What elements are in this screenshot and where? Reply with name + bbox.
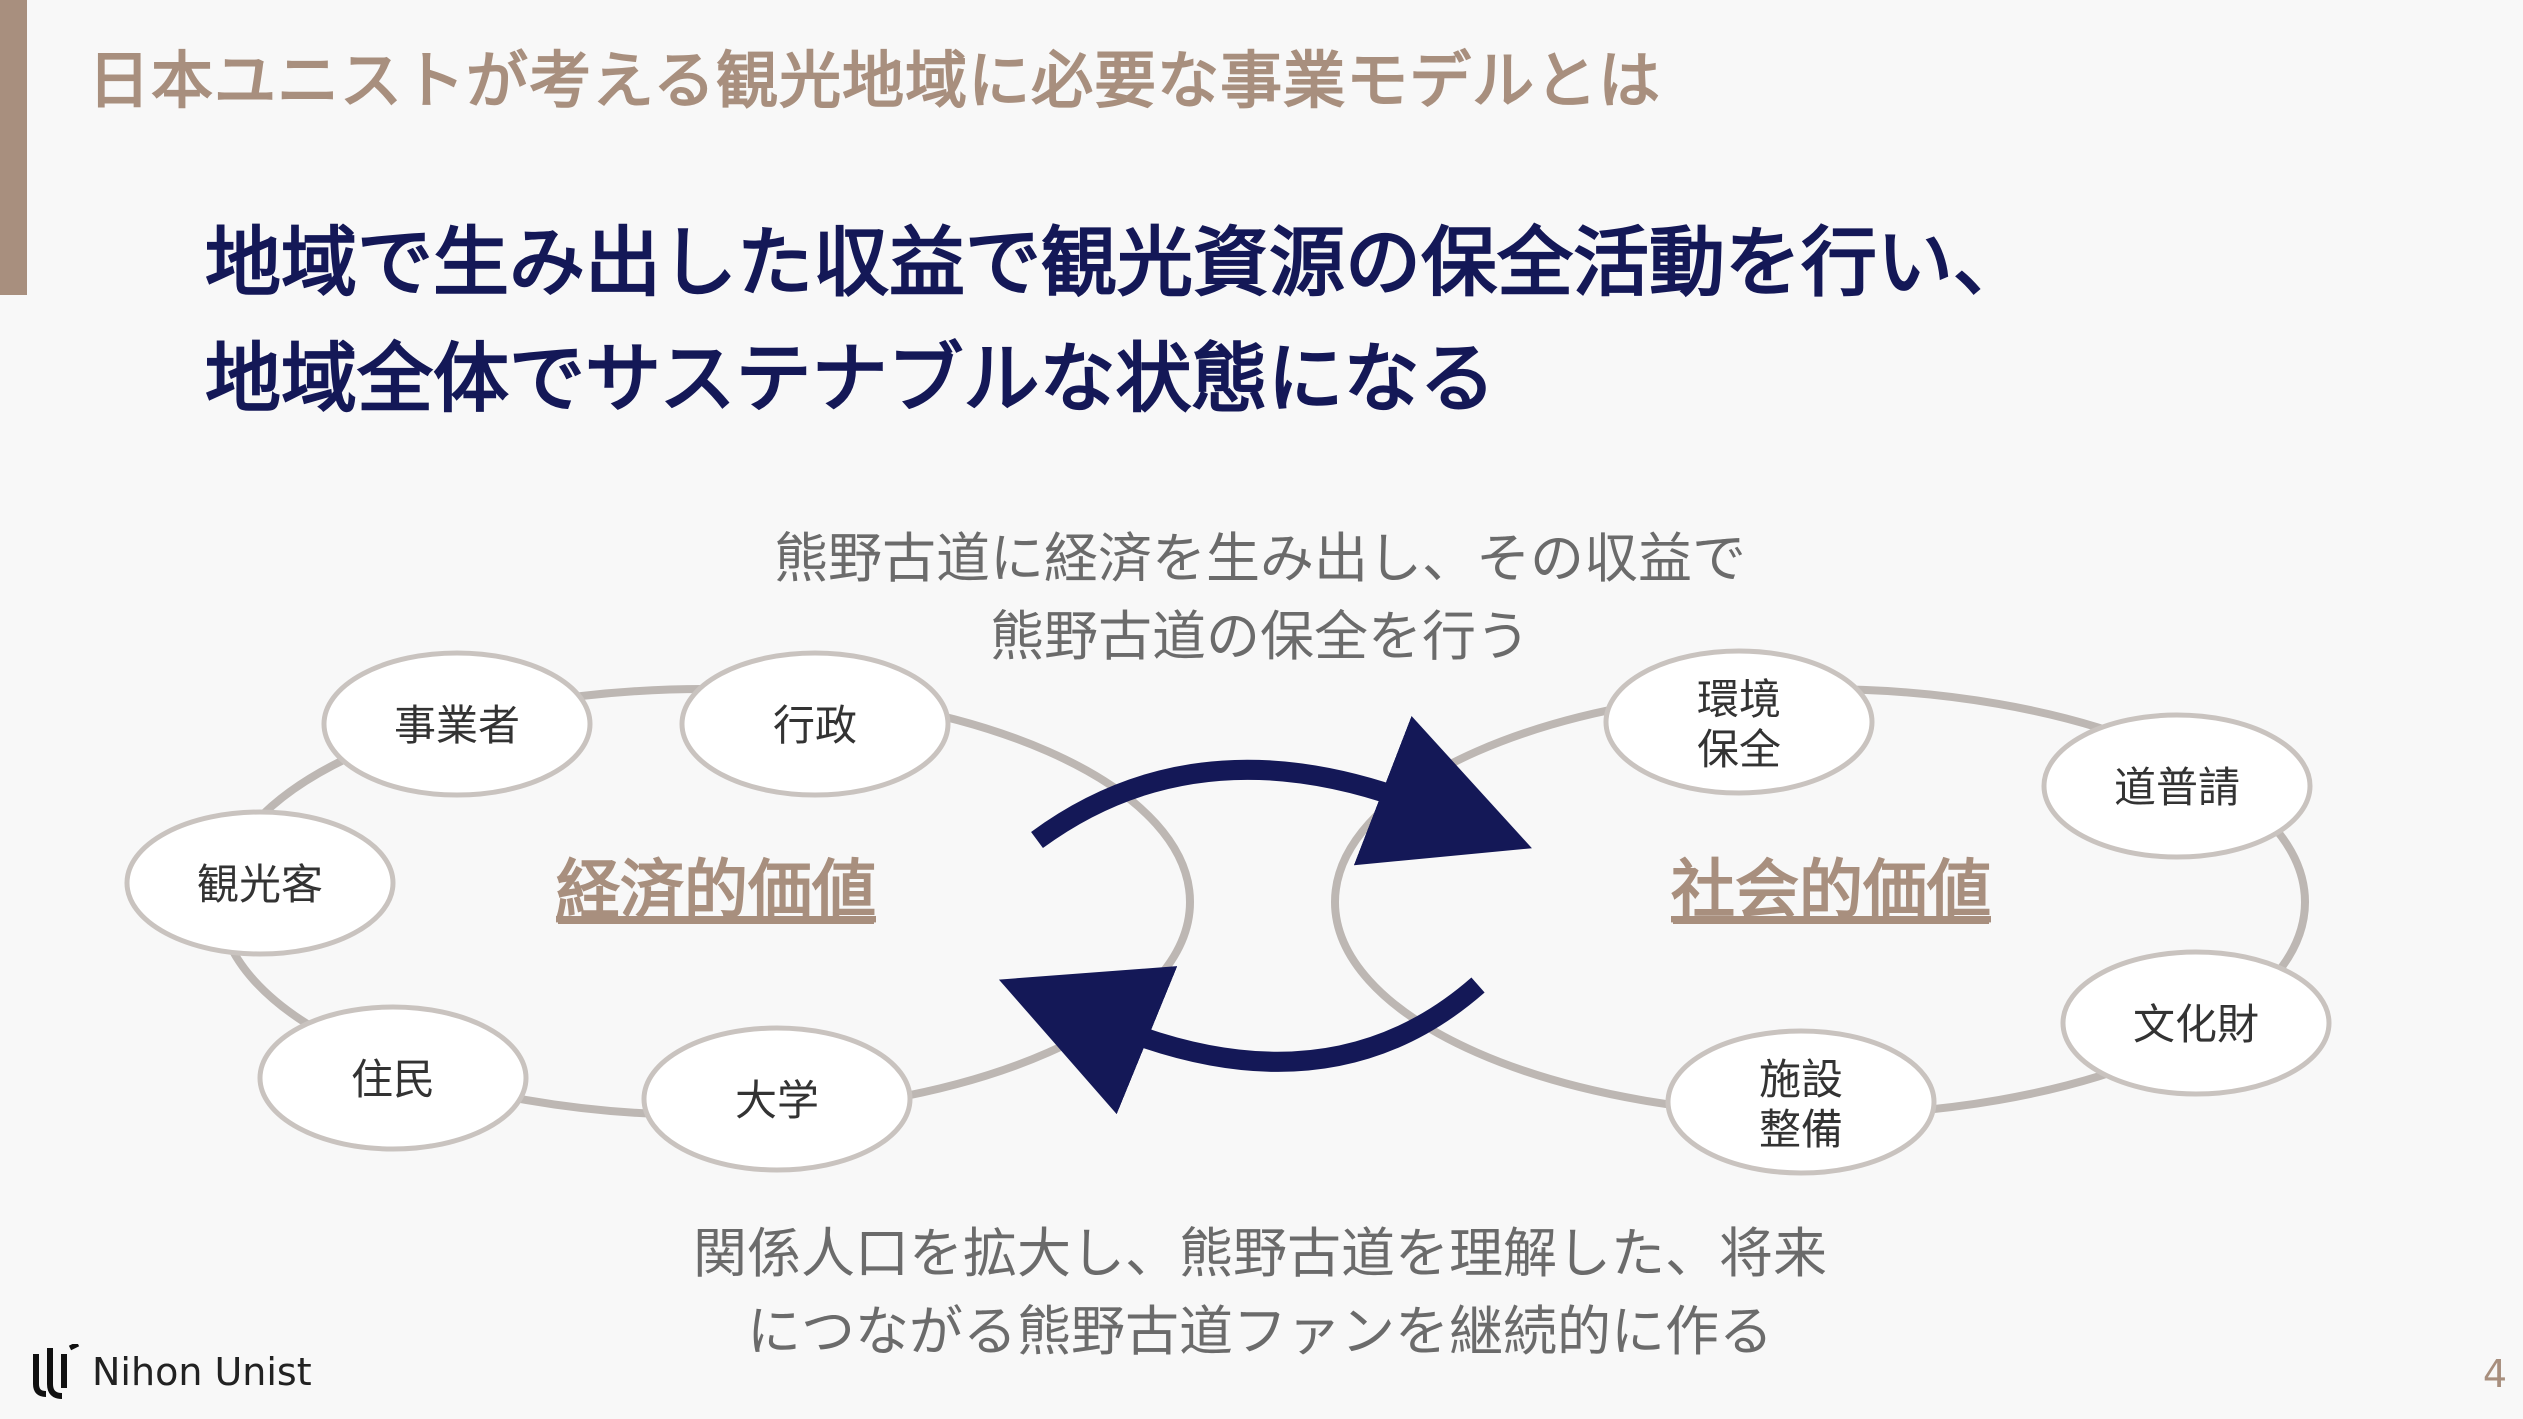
top-caption: 熊野古道に経済を生み出し、その収益で 熊野古道の保全を行う xyxy=(660,520,1860,676)
top-caption-line-2: 熊野古道の保全を行う xyxy=(990,605,1530,668)
brand-mark-icon xyxy=(33,1344,80,1399)
bottom-caption-line-2: につながる熊野古道ファンを継続的に作る xyxy=(747,1300,1773,1363)
brand-logo: Nihon Unist xyxy=(30,1344,312,1400)
node-residents: 住民 xyxy=(257,1004,529,1152)
arrow-economic-to-social xyxy=(1031,715,1532,866)
node-government: 行政 xyxy=(679,650,951,798)
node-facilities-label-2: 整備 xyxy=(1759,1105,1843,1154)
node-residents-label: 住民 xyxy=(351,1055,435,1104)
node-cultural-assets-label: 文化財 xyxy=(2133,1000,2259,1049)
top-caption-line-1: 熊野古道に経済を生み出し、その収益で xyxy=(774,527,1746,590)
brand-name: Nihon Unist xyxy=(92,1350,312,1394)
arrow-social-to-economic xyxy=(998,966,1485,1115)
node-facilities: 施設 整備 xyxy=(1665,1028,1937,1176)
social-value-label: 社会的価値 xyxy=(1671,854,1991,928)
node-government-label: 行政 xyxy=(773,701,857,750)
headline: 地域で生み出した収益で観光資源の保全活動を行い、 地域全体でサステナブルな状態に… xyxy=(205,205,2029,437)
accent-bar xyxy=(0,0,27,295)
headline-line-2: 地域全体でサステナブルな状態になる xyxy=(205,334,1496,423)
node-facilities-label-1: 施設 xyxy=(1759,1055,1843,1104)
node-trail-maintenance: 道普請 xyxy=(2041,712,2313,860)
bottom-caption-line-1: 関係人口を拡大し、熊野古道を理解した、将来 xyxy=(693,1222,1827,1285)
node-tourists-label: 観光客 xyxy=(197,860,323,909)
node-university-label: 大学 xyxy=(735,1076,819,1125)
node-environment: 環境 保全 xyxy=(1603,648,1875,796)
node-businesses-label: 事業者 xyxy=(394,701,520,750)
bottom-caption: 関係人口を拡大し、熊野古道を理解した、将来 につながる熊野古道ファンを継続的に作… xyxy=(560,1215,1960,1371)
node-businesses: 事業者 xyxy=(321,650,593,798)
node-environment-label-1: 環境 xyxy=(1697,675,1781,724)
node-university: 大学 xyxy=(641,1025,913,1173)
node-trail-maintenance-label: 道普請 xyxy=(2114,763,2240,812)
node-environment-label-2: 保全 xyxy=(1697,725,1781,774)
page-number: 4 xyxy=(2482,1352,2507,1396)
economic-value-label: 経済的価値 xyxy=(556,854,876,928)
page-title: 日本ユニストが考える観光地域に必要な事業モデルとは xyxy=(88,44,1662,117)
node-tourists: 観光客 xyxy=(124,809,396,957)
node-cultural-assets: 文化財 xyxy=(2060,949,2332,1097)
headline-line-1: 地域で生み出した収益で観光資源の保全活動を行い、 xyxy=(205,218,2029,307)
